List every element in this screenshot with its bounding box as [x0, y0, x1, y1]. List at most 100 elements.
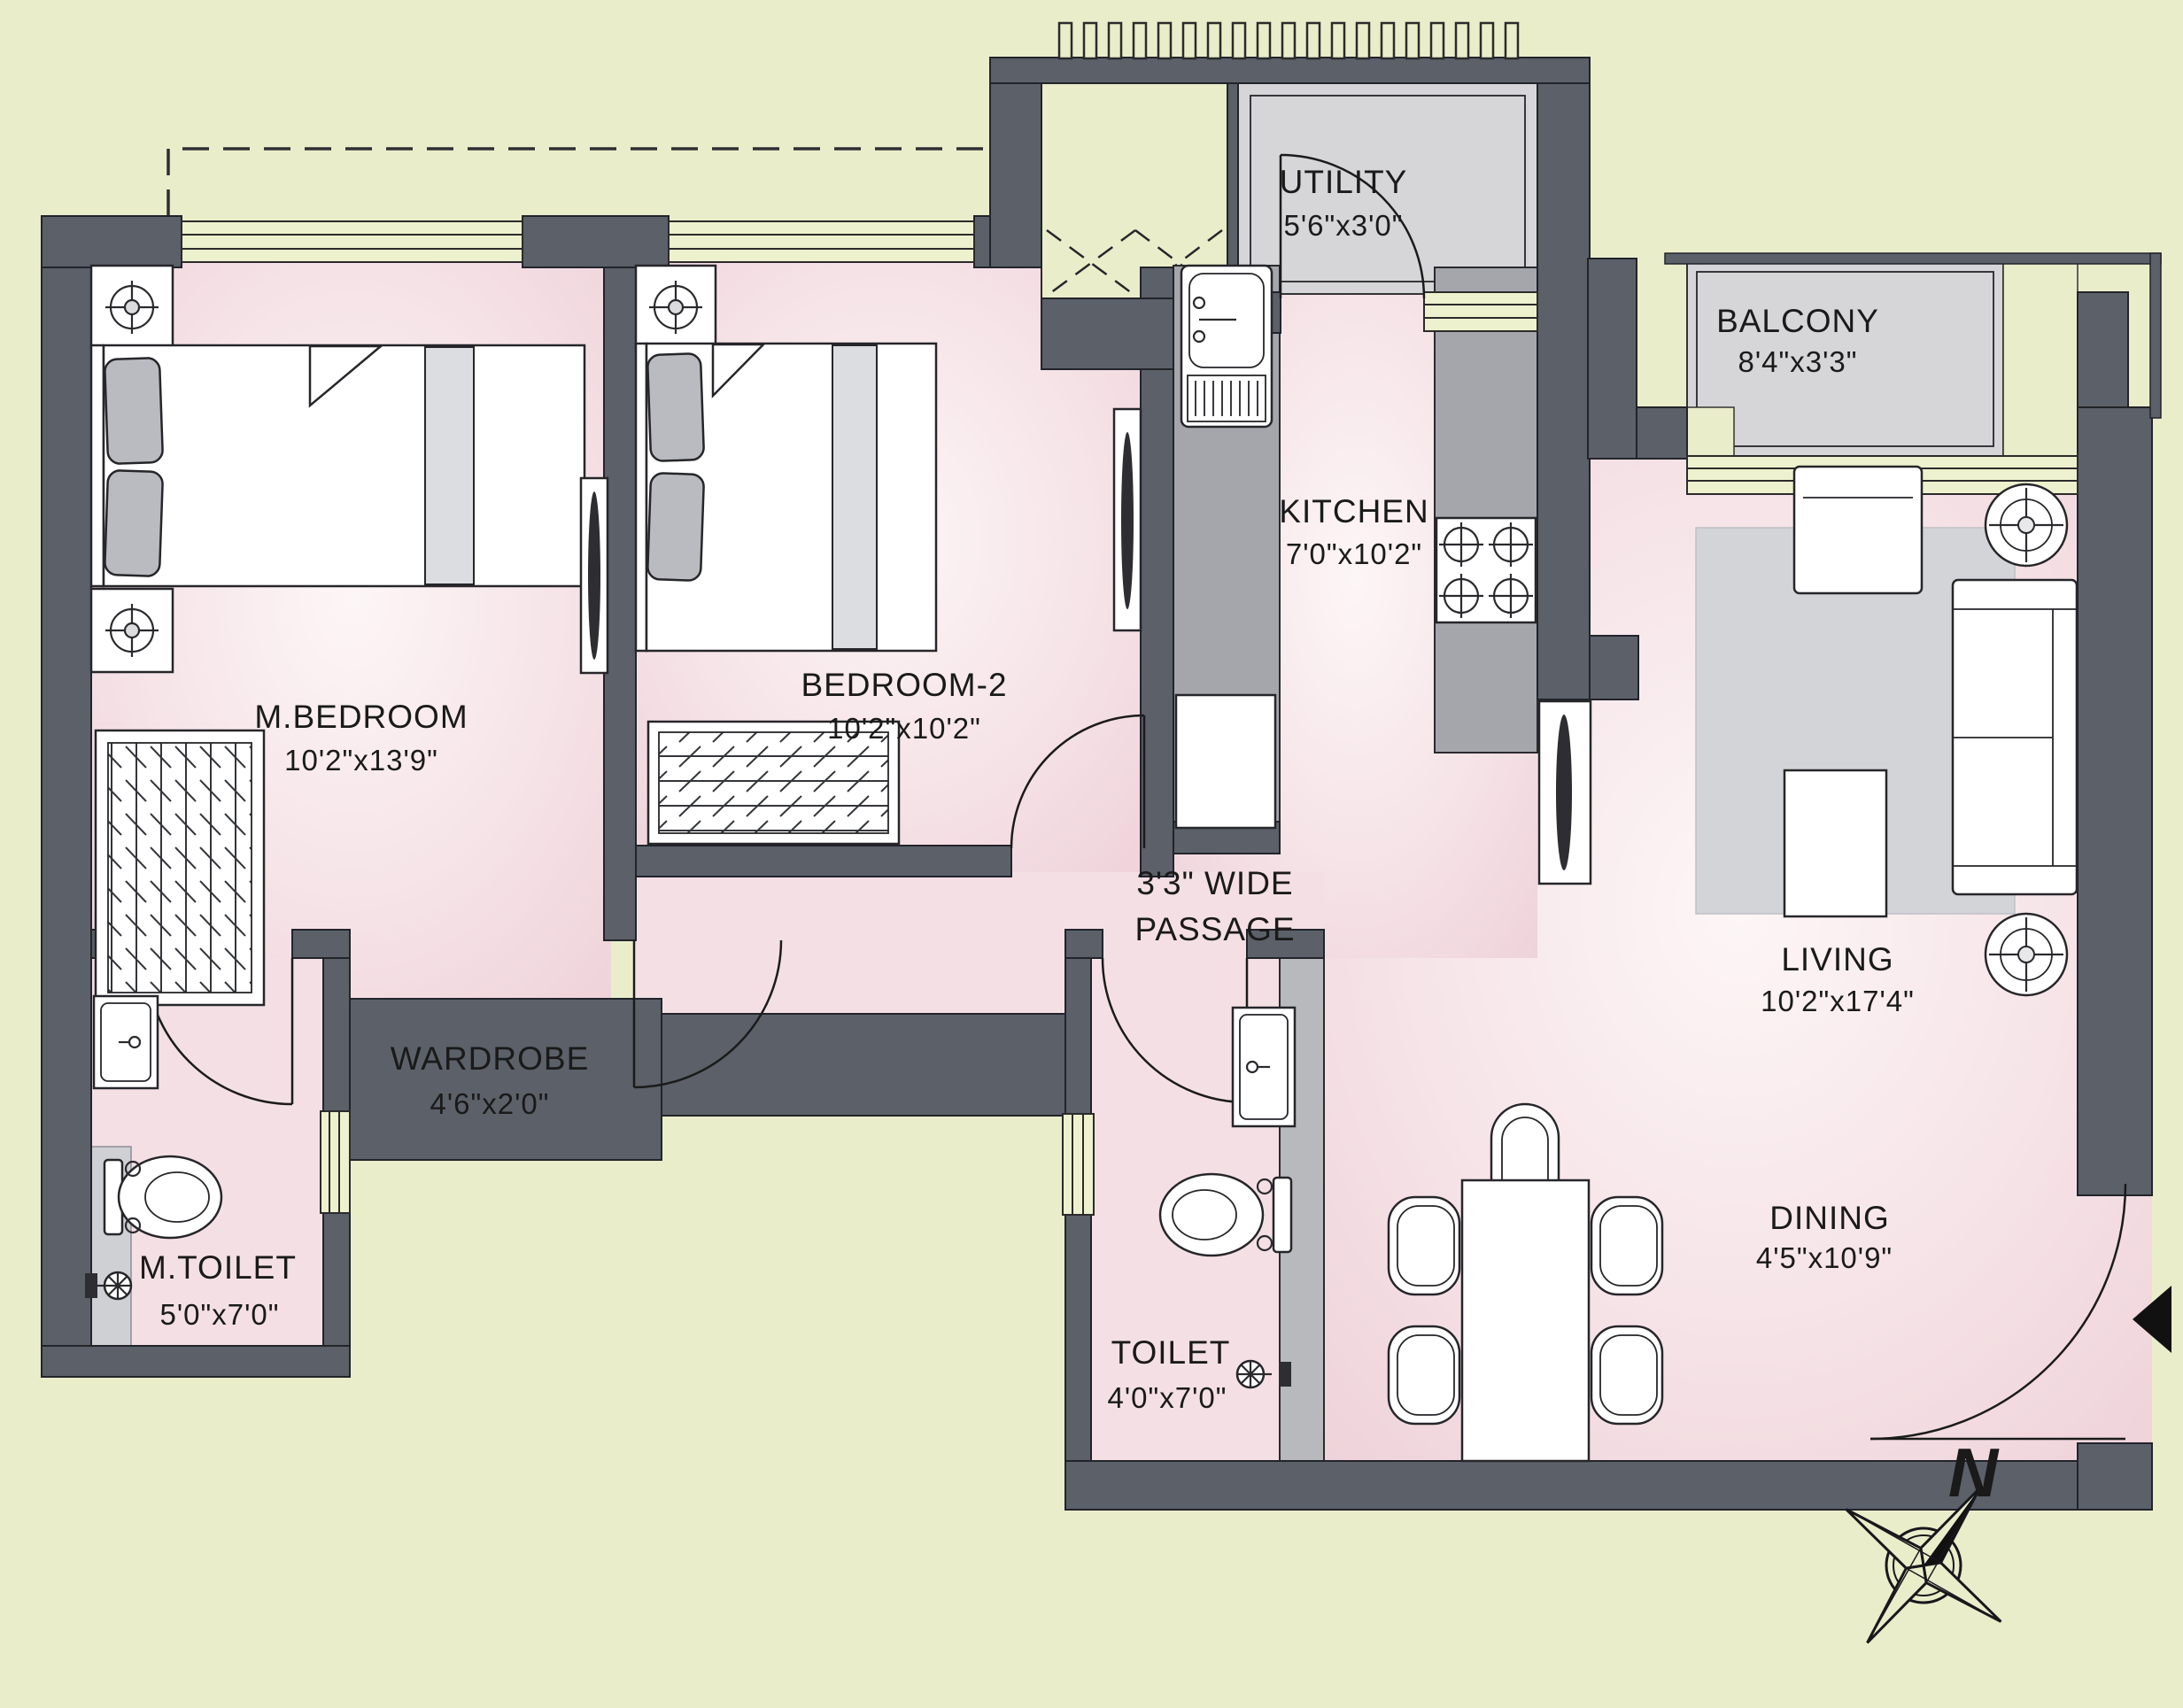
- wall: [522, 215, 670, 268]
- bedside-table: [89, 587, 174, 674]
- room-label: WARDROBE: [391, 1040, 590, 1077]
- hob: [1435, 516, 1537, 624]
- pillow: [646, 352, 705, 462]
- room-label: BALCONY: [1716, 303, 1879, 339]
- wc: [103, 1155, 223, 1240]
- wall: [349, 998, 662, 1161]
- wall: [1064, 1214, 1092, 1462]
- room-dims: 8'4"x3'3": [1738, 345, 1858, 378]
- wall: [989, 57, 1591, 84]
- kitchen-fixtures: [1174, 264, 1592, 885]
- pillow: [646, 472, 705, 582]
- wall: [635, 845, 1012, 877]
- ceiling-fan-icon: [1984, 912, 2069, 997]
- dining-chair: [1590, 1325, 1664, 1426]
- balcony-floor: [1686, 261, 2004, 457]
- utility-door: [1279, 153, 1426, 299]
- wall-tv-unit: [1112, 407, 1142, 632]
- room-dims: 10'2"x13'9": [284, 744, 438, 777]
- wall: [2077, 291, 2129, 408]
- wall: [291, 929, 351, 959]
- headboard: [89, 344, 105, 588]
- washbasin: [1231, 1006, 1297, 1128]
- dining-furniture: [1387, 1102, 1664, 1463]
- wardrobe-left: [94, 729, 266, 1007]
- armchair: [1792, 465, 1924, 595]
- balcony-duct-gap: [2002, 261, 2078, 457]
- wall: [322, 957, 351, 1112]
- sheet-fold: [308, 344, 384, 408]
- wall: [2077, 406, 2153, 1196]
- balcony-rail: [2149, 252, 2162, 419]
- room-label: M.TOILET: [139, 1249, 297, 1286]
- room-label: DINING: [1769, 1200, 1890, 1236]
- wall: [41, 1345, 351, 1378]
- wall: [1246, 929, 1325, 959]
- room-dims: 4'6"x2'0": [430, 1087, 550, 1120]
- north-needle: [1924, 1488, 1980, 1565]
- dashed-projection-line: [166, 147, 987, 216]
- shower-icon: [85, 1271, 133, 1301]
- double-bed: [89, 344, 586, 588]
- room-dims: 5'6"x3'0": [1284, 209, 1404, 242]
- room-dims: 5'0"x7'0": [160, 1298, 280, 1331]
- room-label: TOILET: [1111, 1334, 1231, 1371]
- kitchen-counter-right: [1434, 267, 1538, 754]
- utility-floor-inner-line: [1250, 95, 1526, 282]
- bedside-table: [634, 264, 717, 351]
- wall: [635, 1013, 1066, 1117]
- doors: [144, 153, 2127, 1441]
- pillow: [104, 469, 164, 577]
- sheet-fold: [711, 343, 766, 399]
- lamp-icon: [649, 281, 702, 334]
- wall: [41, 215, 92, 1378]
- wall: [1041, 298, 1174, 370]
- wall-tv-unit: [579, 476, 609, 675]
- walls: [41, 57, 2153, 1511]
- window: [320, 1110, 351, 1214]
- duct: [1041, 82, 1228, 299]
- toilet-fixtures: [1158, 1006, 1297, 1389]
- tv-icon: [1121, 432, 1134, 609]
- balcony-rail: [1664, 252, 2162, 265]
- window: [1423, 291, 1538, 332]
- passage-label-line1: 3'3" WIDE: [1136, 865, 1293, 901]
- room-dims: 10'2"x17'4": [1761, 985, 1915, 1017]
- wall: [1064, 957, 1092, 1115]
- sofa: [1951, 578, 2078, 896]
- entry-arrow-icon: [2133, 1286, 2171, 1353]
- washbasin: [92, 994, 159, 1090]
- room-label: LIVING: [1781, 941, 1893, 978]
- compass-rose-icon: N: [1845, 1434, 2002, 1644]
- pillow: [104, 357, 164, 465]
- wall: [322, 1212, 351, 1347]
- room-label: BEDROOM-2: [801, 667, 1007, 703]
- bedroom2-door: [1010, 714, 1146, 849]
- windows: [181, 21, 2162, 1216]
- mattress: [102, 344, 586, 588]
- room-dims: 4'0"x7'0": [1108, 1381, 1227, 1414]
- kitchen-sink: [1180, 264, 1273, 429]
- room-label: M.BEDROOM: [254, 699, 468, 735]
- balcony-floor-inner-line: [1696, 271, 1994, 447]
- wall: [1537, 82, 1591, 700]
- living-furniture: [1783, 465, 2078, 997]
- room-labels: M.BEDROOM 10'2"x13'9" BEDROOM-2 10'2"x10…: [139, 164, 1915, 1414]
- window: [668, 220, 975, 263]
- headboard: [634, 342, 648, 653]
- bedside-table: [89, 264, 174, 351]
- wall: [2077, 1442, 2153, 1511]
- drainboard: [1187, 375, 1266, 422]
- coffee-table: [1783, 769, 1888, 918]
- double-bed: [634, 342, 938, 653]
- wall: [989, 57, 1042, 268]
- room-label: KITCHEN: [1279, 493, 1428, 529]
- balcony-step: [1686, 406, 1735, 457]
- wall: [603, 267, 637, 941]
- wc: [1158, 1172, 1293, 1257]
- dining-chair: [1387, 1195, 1461, 1296]
- refrigerator: [1174, 693, 1277, 830]
- entry-door: [1869, 1183, 2127, 1441]
